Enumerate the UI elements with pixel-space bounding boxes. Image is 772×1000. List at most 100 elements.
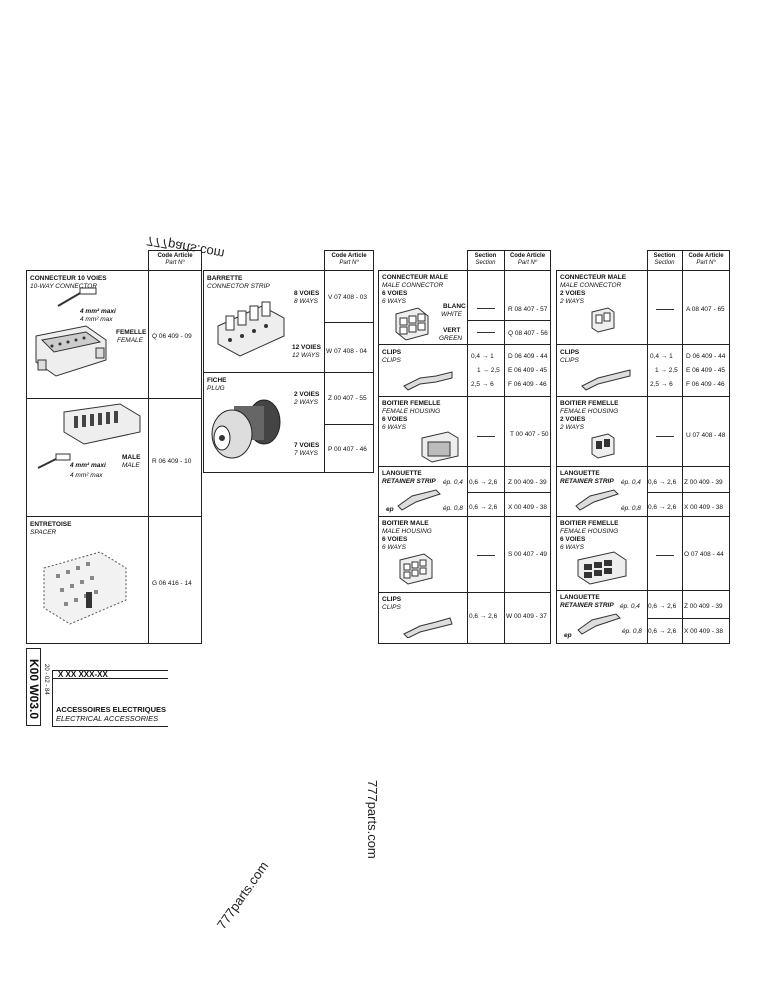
c3-white-code: R 08 407 - 57 [508, 306, 548, 313]
strip-8-label-en: 8 WAYS [294, 298, 318, 305]
female-connector-drawing [35, 325, 107, 377]
c4-ep-1: ép. 0,4 [621, 479, 641, 486]
col3-header [467, 250, 551, 271]
c3-clip-sec-2: 1 → 2,5 [477, 367, 500, 374]
c4-retainer-title: LANGUETTE [560, 470, 600, 477]
plug-2-code: Z 00 407 - 55 [328, 395, 367, 402]
c4-retainer-code-1: Z 00 409 - 39 [684, 479, 723, 486]
c4-clip-drawing [581, 369, 631, 391]
col3-table [378, 270, 551, 644]
spec-label-2: 4 mm² maxi [70, 462, 106, 469]
col1-table [26, 270, 202, 644]
c4-female-housing2-drawing [577, 551, 627, 585]
c3-ep-1: ép. 0,4 [443, 479, 463, 486]
c4-clips-title-en: CLIPS [560, 357, 579, 364]
footer-date: 20 - 02 - 84 [43, 664, 49, 695]
c4-female-housing2-ways-en: 6 WAYS [560, 544, 584, 551]
c3-clip-code-2: E 06 409 - 45 [508, 367, 548, 374]
plug-2-label-en: 2 WAYS [294, 399, 318, 406]
spacer-title-en: SPACER [30, 529, 57, 536]
c3-male-housing-drawing [399, 553, 433, 585]
plug-7-label: 7 VOIES [294, 442, 320, 449]
c3-male-conn-ways-en: 6 WAYS [382, 298, 406, 305]
c3-female-housing-drawing [421, 431, 459, 463]
wire-illustration [57, 287, 97, 307]
c3-clip2-sec: 0,6 → 2,6 [469, 613, 498, 620]
c3-male-conn-ways: 6 VOIES [382, 290, 408, 297]
c4-ep2-1: ép. 0,4 [620, 603, 640, 610]
c3-female-housing-code: T 00 407 - 50 [510, 431, 549, 438]
connector-strip-drawing [217, 301, 285, 357]
strip-8-label: 8 VOIES [294, 290, 320, 297]
c4-retainer2-drawing [577, 613, 621, 635]
female-code: Q 06 409 - 09 [152, 333, 192, 340]
spacer-title: ENTRETOISE [30, 521, 72, 528]
c4-clip-sec-1: 0,4 → 1 [650, 353, 673, 360]
c3-male-housing-ways-en: 6 WAYS [382, 544, 406, 551]
plug-drawing [211, 399, 281, 459]
c3-clips2-title-en: CLIPS [382, 604, 401, 611]
c3-clip-sec-3: 2,5 → 6 [471, 381, 494, 388]
footer-title-en: ELECTRICAL ACCESSORIES [56, 714, 159, 723]
c4-female-housing-drawing [591, 433, 615, 459]
c3-clip-drawing [403, 371, 453, 391]
footer-ref-box [26, 648, 41, 726]
c4-male-connector-drawing [591, 307, 615, 333]
c3-male-housing-ways: 6 VOIES [382, 536, 408, 543]
strip-12-label: 12 VOIES [292, 344, 321, 351]
c3-white-label-en: WHITE [441, 311, 462, 318]
c4-retainer-code-2: X 00 409 - 38 [684, 504, 724, 511]
c3-green-section [477, 332, 495, 333]
plug-2-label: 2 VOIES [294, 391, 320, 398]
footer-title-fr: ACCESSOIRES ELECTRIQUES [56, 705, 167, 714]
spacer-code: G 06 416 - 14 [152, 580, 192, 587]
c3-male-housing-code: S 00 407 - 49 [508, 551, 548, 558]
plug-7-code: P 00 407 - 46 [328, 446, 367, 453]
c4-female-housing2-title-en: FEMALE HOUSING [560, 528, 619, 535]
c3-ep-2: ép. 0,8 [443, 505, 463, 512]
col4-table [556, 270, 730, 644]
male-label-en: MALE [122, 462, 140, 469]
female-label: FEMELLE [116, 329, 147, 336]
c3-clips-title-en: CLIPS [382, 357, 401, 364]
c4-ep-symbol: ep [564, 632, 572, 639]
plug-title-en: PLUG [207, 385, 225, 392]
c3-retainer-drawing [397, 489, 441, 511]
c4-male-conn-title-en: MALE CONNECTOR [560, 282, 622, 289]
strip-8-code: V 07 408 - 03 [328, 294, 368, 301]
c3-clip-sec-1: 0,4 → 1 [471, 353, 494, 360]
c4-female-housing2-ways: 6 VOIES [560, 536, 586, 543]
strip-title: BARRETTE [207, 275, 243, 282]
c4-clip-sec-2: 1 → 2,5 [655, 367, 678, 374]
c3-male-conn-title: CONNECTEUR MALE [382, 274, 449, 281]
c4-clips-title: CLIPS [560, 349, 580, 356]
c3-clip2-drawing [403, 617, 453, 638]
c3-ep-symbol: ep [386, 506, 394, 513]
c4-female-housing-ways-en: 2 WAYS [560, 424, 584, 431]
c4-female-housing-ways: 2 VOIES [560, 416, 586, 423]
c4-clip-code-2: E 06 409 - 45 [686, 367, 726, 374]
c4-clip-code-3: F 06 409 - 46 [686, 381, 725, 388]
c3-male-conn-title-en: MALE CONNECTOR [382, 282, 444, 289]
strip-12-label-en: 12 WAYS [292, 352, 320, 359]
footer-code: X XX XXX-XX [58, 670, 108, 679]
connector10-title-en: 10-WAY CONNECTOR [30, 283, 98, 290]
c3-retainer-sec-2: 0,6 → 2,6 [469, 504, 498, 511]
c4-retainer-sec-2: 0,6 → 2,6 [648, 504, 677, 511]
c4-retainer-sec-1: 0,6 → 2,6 [648, 479, 677, 486]
c3-female-housing-ways-en: 6 WAYS [382, 424, 406, 431]
col4-header [647, 250, 730, 271]
c4-clip-sec-3: 2,5 → 6 [650, 381, 673, 388]
c4-retainer2-code-1: Z 00 409 - 39 [684, 603, 723, 610]
c4-female-housing2-title: BOITIER FEMELLE [560, 520, 619, 527]
col1-header [148, 250, 202, 271]
c4-female-housing2-code: O 07 408 - 44 [684, 551, 724, 558]
c3-male-connector-drawing [395, 307, 429, 341]
c4-male-conn-ways: 2 VOIES [560, 290, 586, 297]
c4-male-conn-title: CONNECTEUR MALE [560, 274, 627, 281]
c3-retainer-code-1: Z 00 409 - 39 [508, 479, 547, 486]
